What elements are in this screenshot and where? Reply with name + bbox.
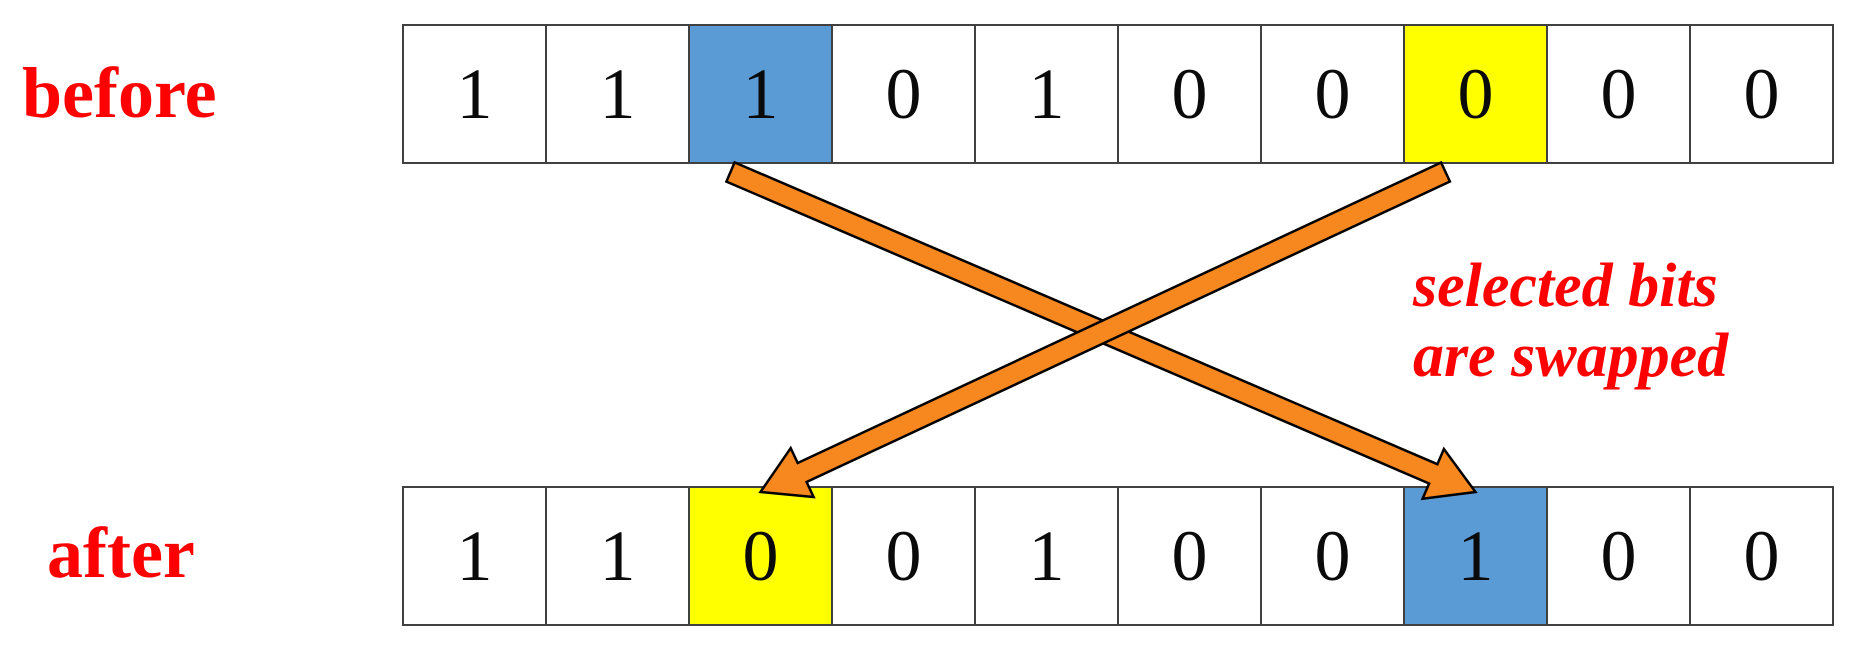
bit-cell-after-7: 1 xyxy=(1405,488,1548,624)
annotation-line-1: selected bits xyxy=(1413,252,1718,320)
bit-cell-before-3: 0 xyxy=(833,26,976,162)
bit-cell-after-4: 1 xyxy=(976,488,1119,624)
bit-cell-after-5: 0 xyxy=(1119,488,1262,624)
bit-cell-before-5: 0 xyxy=(1119,26,1262,162)
bit-cell-after-3: 0 xyxy=(833,488,976,624)
after-bit-row: 1 1 0 0 1 0 0 1 0 0 xyxy=(402,486,1834,626)
bit-cell-before-6: 0 xyxy=(1262,26,1405,162)
bit-cell-before-4: 1 xyxy=(976,26,1119,162)
bit-cell-after-1: 1 xyxy=(547,488,690,624)
before-bit-row: 1 1 1 0 1 0 0 0 0 0 xyxy=(402,24,1834,164)
swap-annotation: selected bits are swapped xyxy=(1413,251,1728,391)
before-label: before xyxy=(22,53,217,133)
bit-cell-after-0: 1 xyxy=(404,488,547,624)
after-label: after xyxy=(47,513,195,593)
bit-cell-after-6: 0 xyxy=(1262,488,1405,624)
annotation-line-2: are swapped xyxy=(1413,322,1729,390)
bit-cell-before-9: 0 xyxy=(1691,26,1832,162)
bit-cell-before-8: 0 xyxy=(1548,26,1691,162)
bit-cell-before-0: 1 xyxy=(404,26,547,162)
bit-cell-after-8: 0 xyxy=(1548,488,1691,624)
bit-cell-before-1: 1 xyxy=(547,26,690,162)
bit-cell-before-2: 1 xyxy=(690,26,833,162)
swap-arrow-yellow-bit xyxy=(758,160,1452,499)
bit-cell-after-9: 0 xyxy=(1691,488,1832,624)
bit-cell-after-2: 0 xyxy=(690,488,833,624)
swap-arrow-blue-bit xyxy=(724,160,1478,501)
bit-cell-before-7: 0 xyxy=(1405,26,1548,162)
